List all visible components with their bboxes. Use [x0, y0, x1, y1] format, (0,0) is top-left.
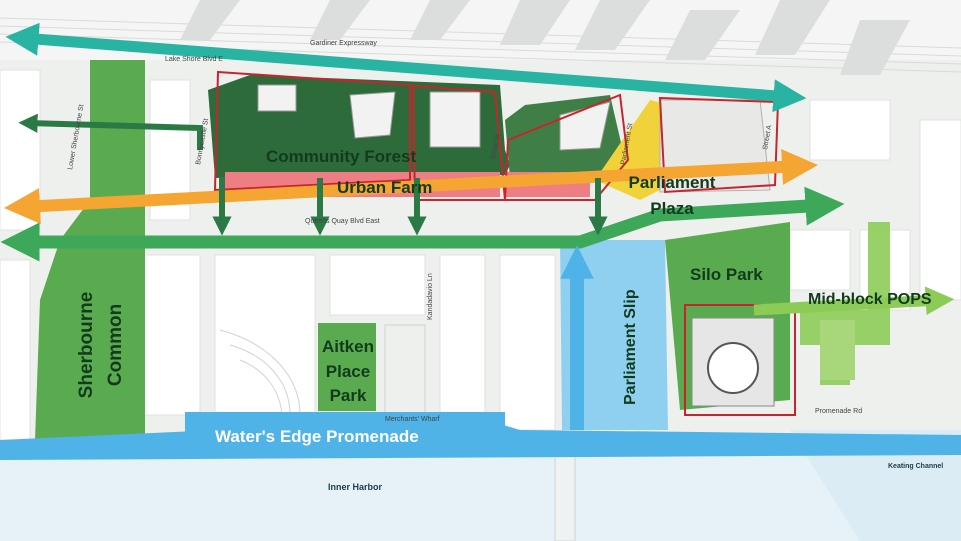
community-forest-label: Community Forest — [266, 147, 417, 166]
svg-text:Park: Park — [330, 386, 367, 405]
svg-text:Common: Common — [105, 304, 126, 386]
svg-text:Sherbourne: Sherbourne — [76, 292, 97, 399]
small-st-label: Small St — [490, 133, 501, 160]
aitken-place-park-label: Aitken Place Park — [322, 337, 374, 405]
keating-channel-water — [790, 430, 961, 541]
silo-park-label: Silo Park — [690, 265, 763, 284]
curved-paths — [219, 329, 301, 416]
sherbourne-common-label: Sherbourne Common — [76, 292, 126, 399]
promenade-rd-label: Promenade Rd — [815, 408, 862, 415]
queens-quay-label: Queens Quay Blvd East — [305, 218, 380, 225]
inner-harbour-water — [0, 452, 961, 541]
merchants-wharf-label: Merchants' Wharf — [385, 416, 440, 423]
waters-edge-promenade-band — [0, 418, 961, 460]
inner-harbour-label: Inner Harbor — [328, 482, 383, 492]
forest-west-arrow — [18, 113, 203, 150]
pier — [554, 444, 576, 541]
silo-circle — [707, 342, 759, 394]
waters-edge-promenade-label: Water's Edge Promenade — [215, 427, 419, 446]
street-a-label: Street A — [762, 124, 773, 150]
svg-text:Aitken: Aitken — [322, 337, 374, 356]
lake-shore-teal-arrow — [5, 22, 807, 113]
keating-channel-label: Keating Channel — [888, 463, 943, 470]
parliament-slip-water — [560, 240, 668, 430]
svg-text:Place: Place — [326, 362, 370, 381]
promenade-upper-band — [185, 412, 505, 434]
svg-text:Parliament: Parliament — [629, 173, 716, 192]
mid-block-pops-label: Mid-block POPS — [808, 291, 932, 308]
kandadavio-label: Kandadavio Ln — [427, 273, 434, 320]
lake-shore-label: Lake Shore Blvd E — [165, 56, 223, 63]
gardiner-label: Gardiner Expressway — [310, 40, 377, 47]
svg-text:Plaza: Plaza — [650, 199, 694, 218]
aitken-place-park — [318, 323, 376, 411]
mid-block-pops-arrow — [753, 286, 955, 316]
forest-south-arrows — [212, 178, 608, 236]
parliament-plaza-label: Parliament Plaza — [629, 173, 716, 218]
mid-block-pops-plaza — [820, 320, 855, 380]
green-corridor-arrow — [0, 186, 845, 262]
urban-farm-label: Urban Farm — [337, 178, 432, 197]
parliament-slip-label: Parliament Slip — [622, 289, 639, 405]
